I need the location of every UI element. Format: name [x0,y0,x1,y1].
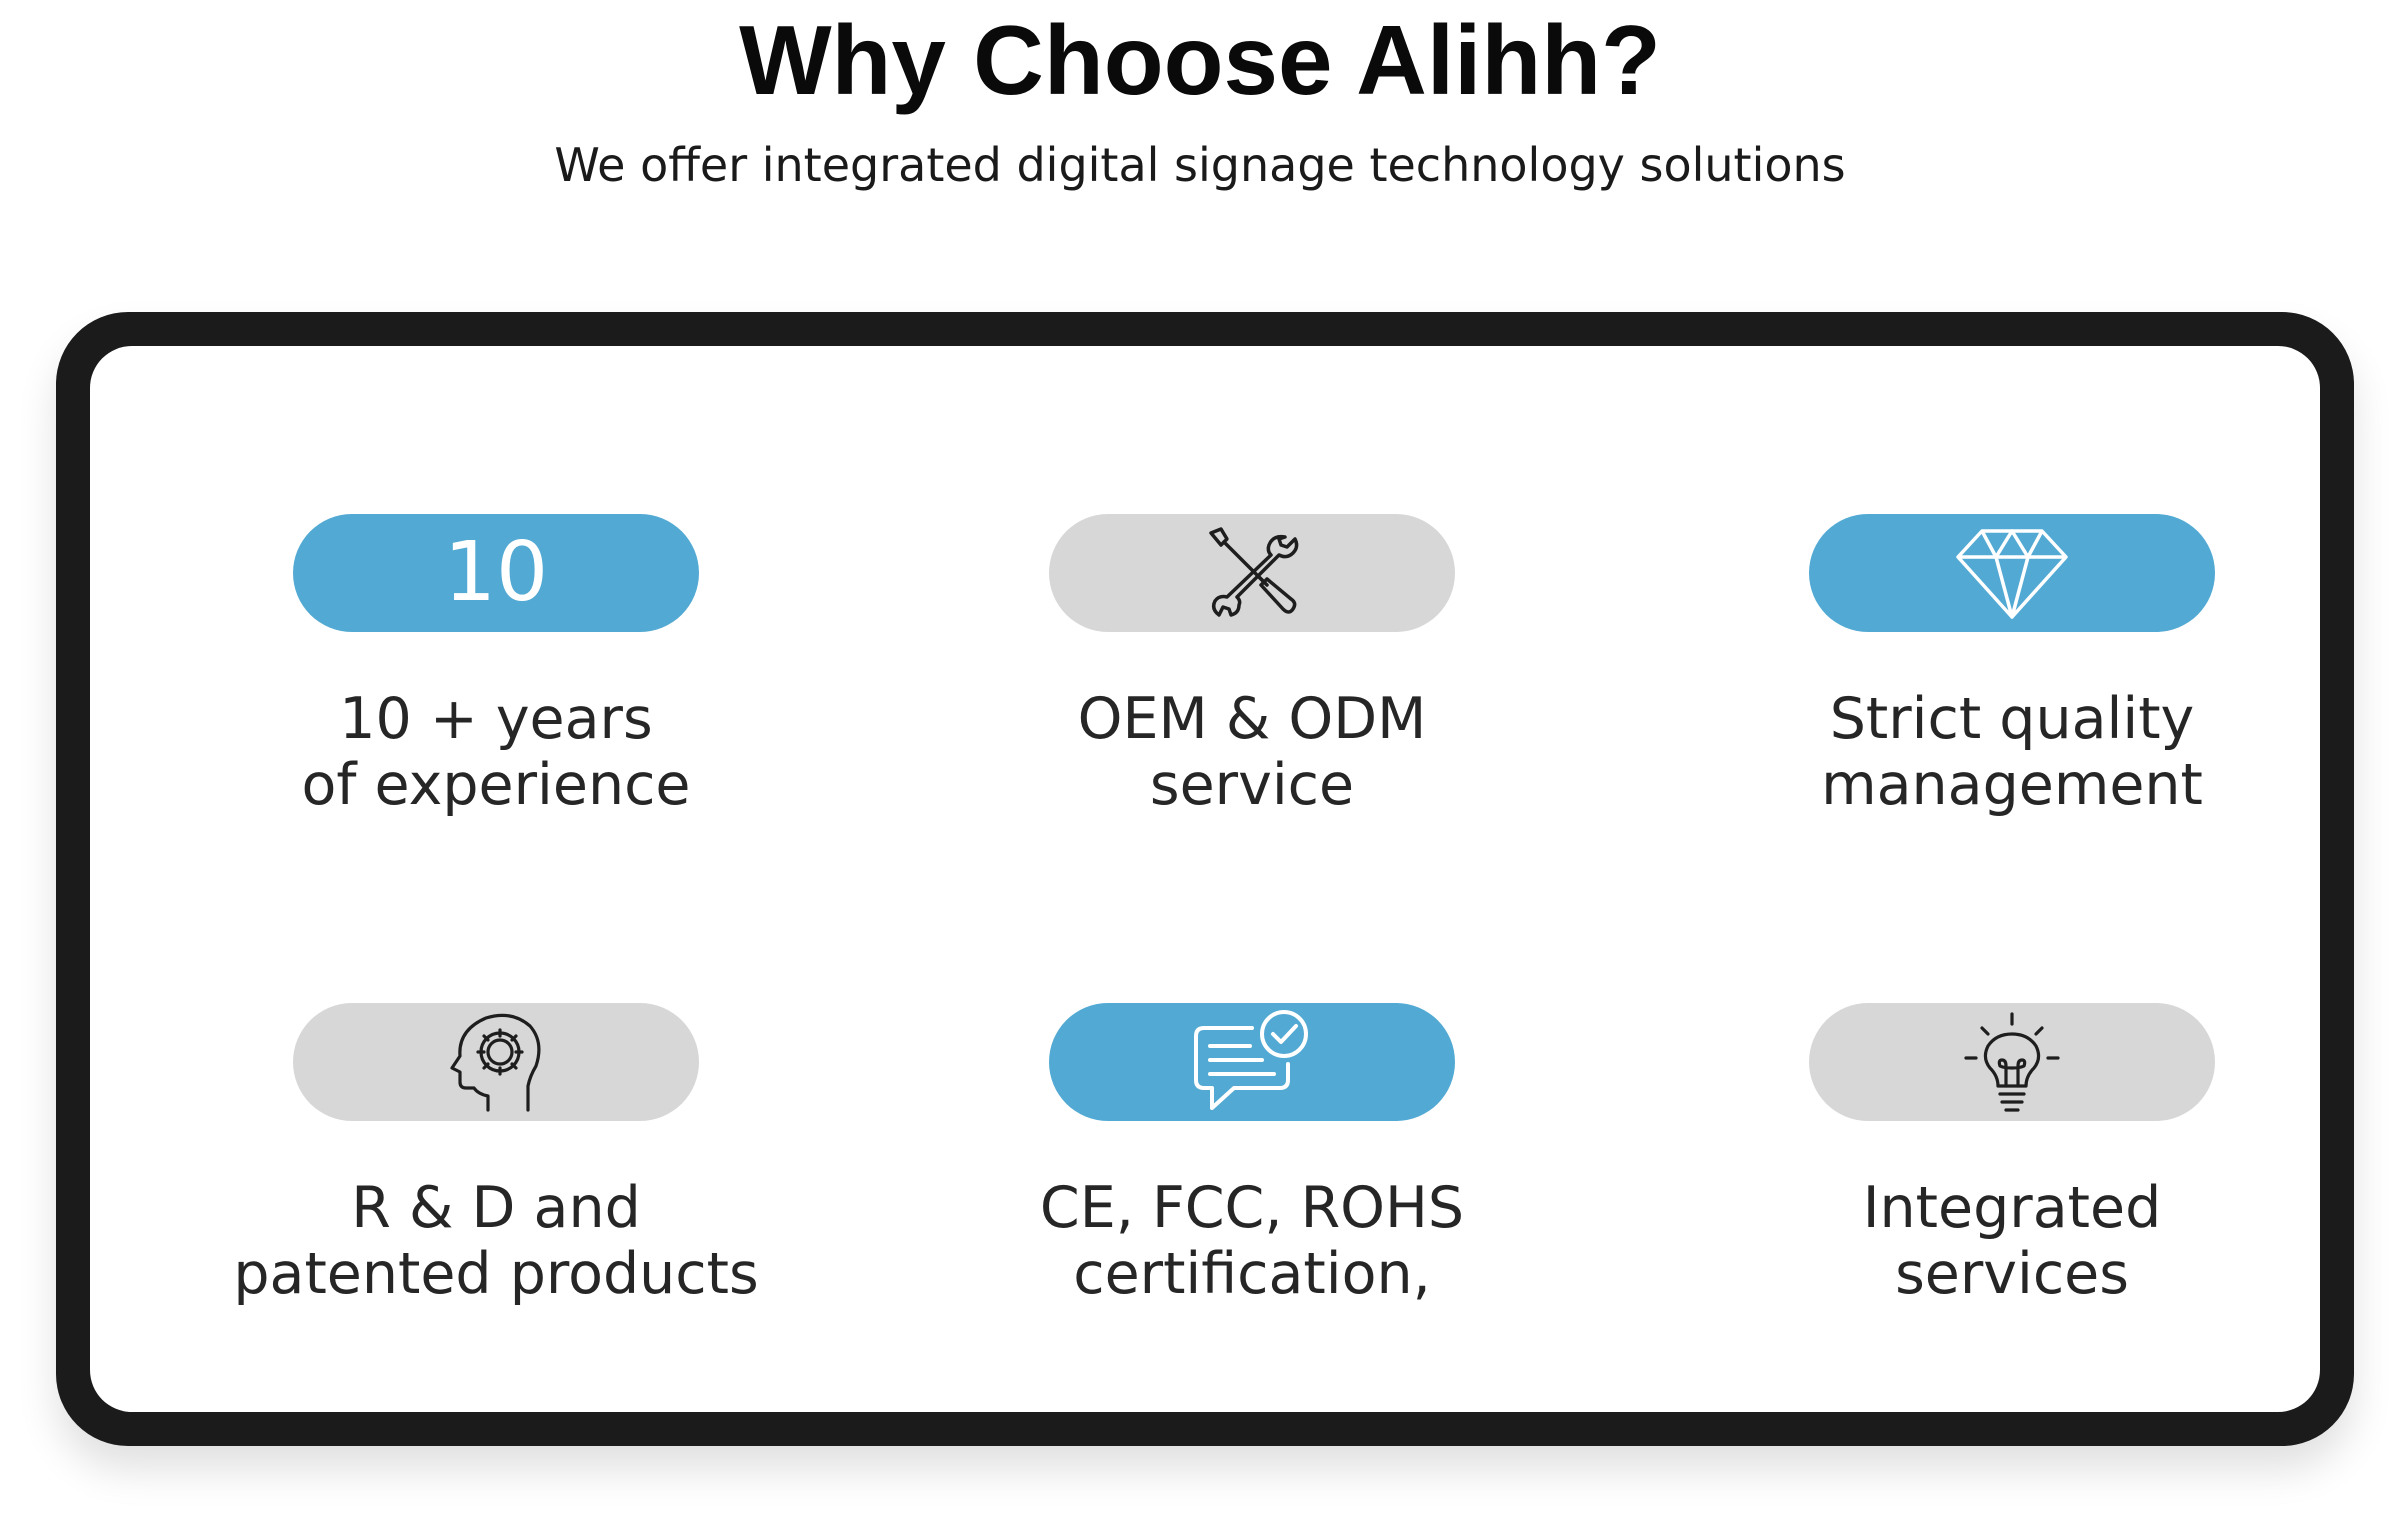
feature-label-experience: 10 + years of experience [146,686,846,818]
feature-label-integrated: Integrated services [1662,1175,2362,1307]
feature-oem-odm: OEM & ODM service [902,514,1602,818]
feature-label-line: management [1821,752,2203,818]
feature-integrated: Integrated services [1662,1003,2362,1307]
feature-label-line: OEM & ODM [1077,686,1427,752]
features-panel: 10 10 + years of experience [90,346,2320,1412]
feature-experience: 10 10 + years of experience [146,514,846,818]
feature-label-line: patented products [233,1241,759,1307]
feature-label-line: R & D and [351,1175,641,1241]
feature-label-quality: Strict quality management [1662,686,2362,818]
pill-oem-odm [1049,514,1455,632]
pill-quality [1809,514,2215,632]
pill-experience: 10 [293,514,699,632]
years-number: 10 [443,525,549,620]
pill-certification [1049,1003,1455,1121]
diamond-icon [1956,529,2068,619]
feature-label-line: certification, [1073,1241,1431,1307]
feature-label-line: of experience [301,752,691,818]
feature-label-line: service [1149,752,1355,818]
certificate-chat-icon [1194,1010,1308,1110]
feature-label-line: services [1895,1241,2129,1307]
feature-label-line: 10 + years [339,686,653,752]
feature-label-certification: CE, FCC, ROHS certification, [902,1175,1602,1307]
head-gear-icon [450,1013,541,1112]
feature-label-line: CE, FCC, ROHS [1039,1175,1465,1241]
pill-rnd [293,1003,699,1121]
pill-integrated [1809,1003,2215,1121]
tools-icon [1209,527,1299,617]
feature-label-rnd: R & D and patented products [146,1175,846,1307]
feature-label-line: Strict quality [1829,686,2195,752]
feature-certification: CE, FCC, ROHS certification, [902,1003,1602,1307]
page-title: Why Choose Alihh? [739,5,1661,115]
feature-rnd: R & D and patented products [146,1003,846,1307]
feature-label-oem-odm: OEM & ODM service [902,686,1602,818]
feature-quality: Strict quality management [1662,514,2362,818]
feature-label-line: Integrated [1862,1175,2162,1241]
features-frame: 10 10 + years of experience [56,312,2354,1446]
page-subtitle: We offer integrated digital signage tech… [554,138,1846,192]
lightbulb-icon [1964,1012,2060,1112]
